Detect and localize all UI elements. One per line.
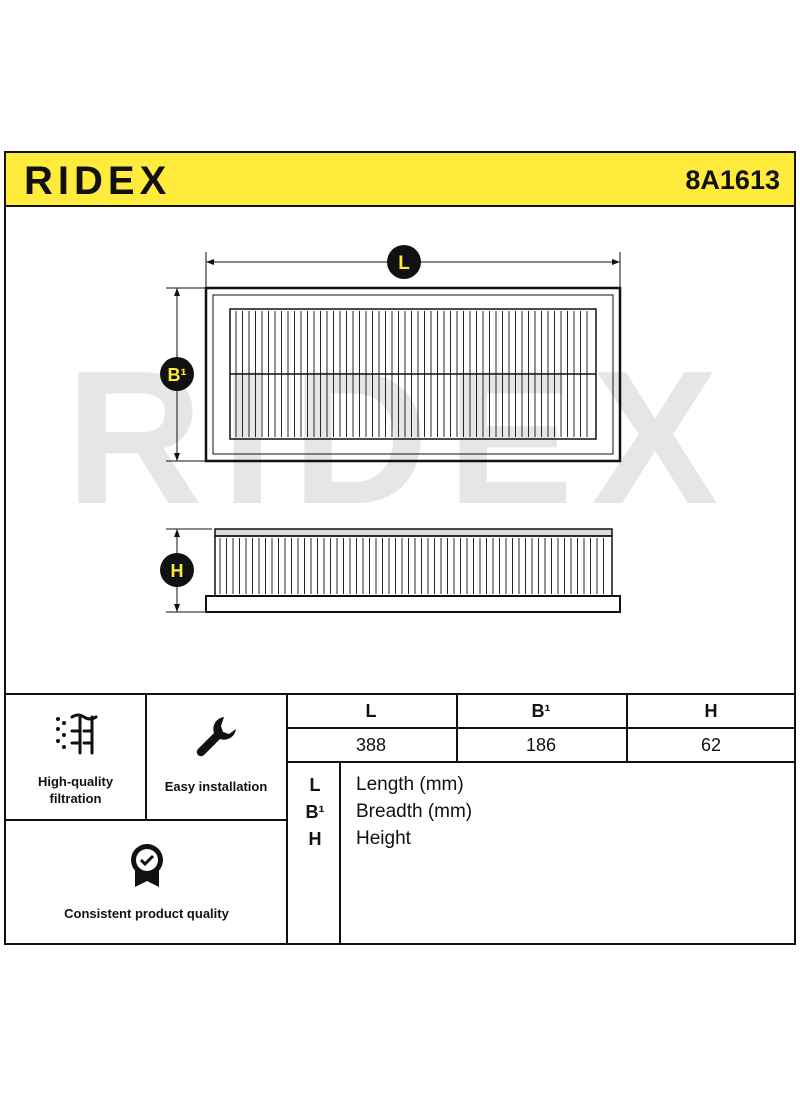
- table-value-height: 62: [700, 735, 722, 755]
- dim-label-height: H: [171, 561, 184, 581]
- brand-logo: RIDEX: [24, 159, 172, 203]
- table-header-height: H: [704, 701, 718, 721]
- feature-label-quality: Consistent product quality: [6, 905, 287, 922]
- dim-label-length: L: [398, 253, 410, 274]
- grid-divider: [339, 761, 341, 945]
- technical-drawing: RIDEX L B¹: [66, 245, 718, 613]
- legend-desc: Breadth (mm): [356, 801, 473, 822]
- feature-label-line: High-quality: [37, 774, 114, 789]
- legend-desc: Length (mm): [356, 774, 464, 795]
- grid-divider: [6, 693, 794, 695]
- dim-label-breadth: B¹: [168, 365, 187, 385]
- grid-divider: [286, 761, 794, 763]
- grid-divider: [456, 693, 458, 761]
- grid-divider: [145, 693, 147, 819]
- feature-label-installation: Easy installation: [146, 778, 286, 795]
- height-dimension: H: [160, 528, 212, 613]
- filtration-icon: [56, 713, 98, 755]
- table-value-length: 388: [355, 735, 387, 755]
- table-header-length: L: [365, 701, 377, 721]
- table-value-breadth: 186: [525, 735, 557, 755]
- product-card: RIDEX 8A1613 RIDEX L B¹: [4, 151, 796, 945]
- grid-divider: [6, 819, 287, 821]
- legend-key: L: [309, 775, 321, 795]
- legend-key: B¹: [305, 802, 325, 822]
- feature-label-line: Easy installation: [164, 779, 268, 794]
- breadth-dimension: B¹: [160, 287, 216, 462]
- filter-top-view: [204, 286, 622, 463]
- header-bar: RIDEX 8A1613: [6, 153, 794, 207]
- legend-desc: Height: [356, 828, 411, 849]
- feature-label-line: filtration: [49, 791, 102, 806]
- grid-divider: [286, 727, 794, 729]
- feature-label-line: Consistent product quality: [64, 906, 229, 921]
- legend-key: H: [308, 829, 322, 849]
- wrench-icon: [196, 717, 236, 757]
- table-header-breadth: B¹: [531, 701, 551, 721]
- grid-divider: [626, 693, 628, 761]
- feature-label-filtration: High-quality filtration: [6, 773, 145, 807]
- quality-badge-icon: [131, 844, 163, 887]
- filter-side-view: [205, 528, 621, 613]
- length-dimension: L: [205, 245, 621, 289]
- part-number: 8A1613: [685, 165, 780, 195]
